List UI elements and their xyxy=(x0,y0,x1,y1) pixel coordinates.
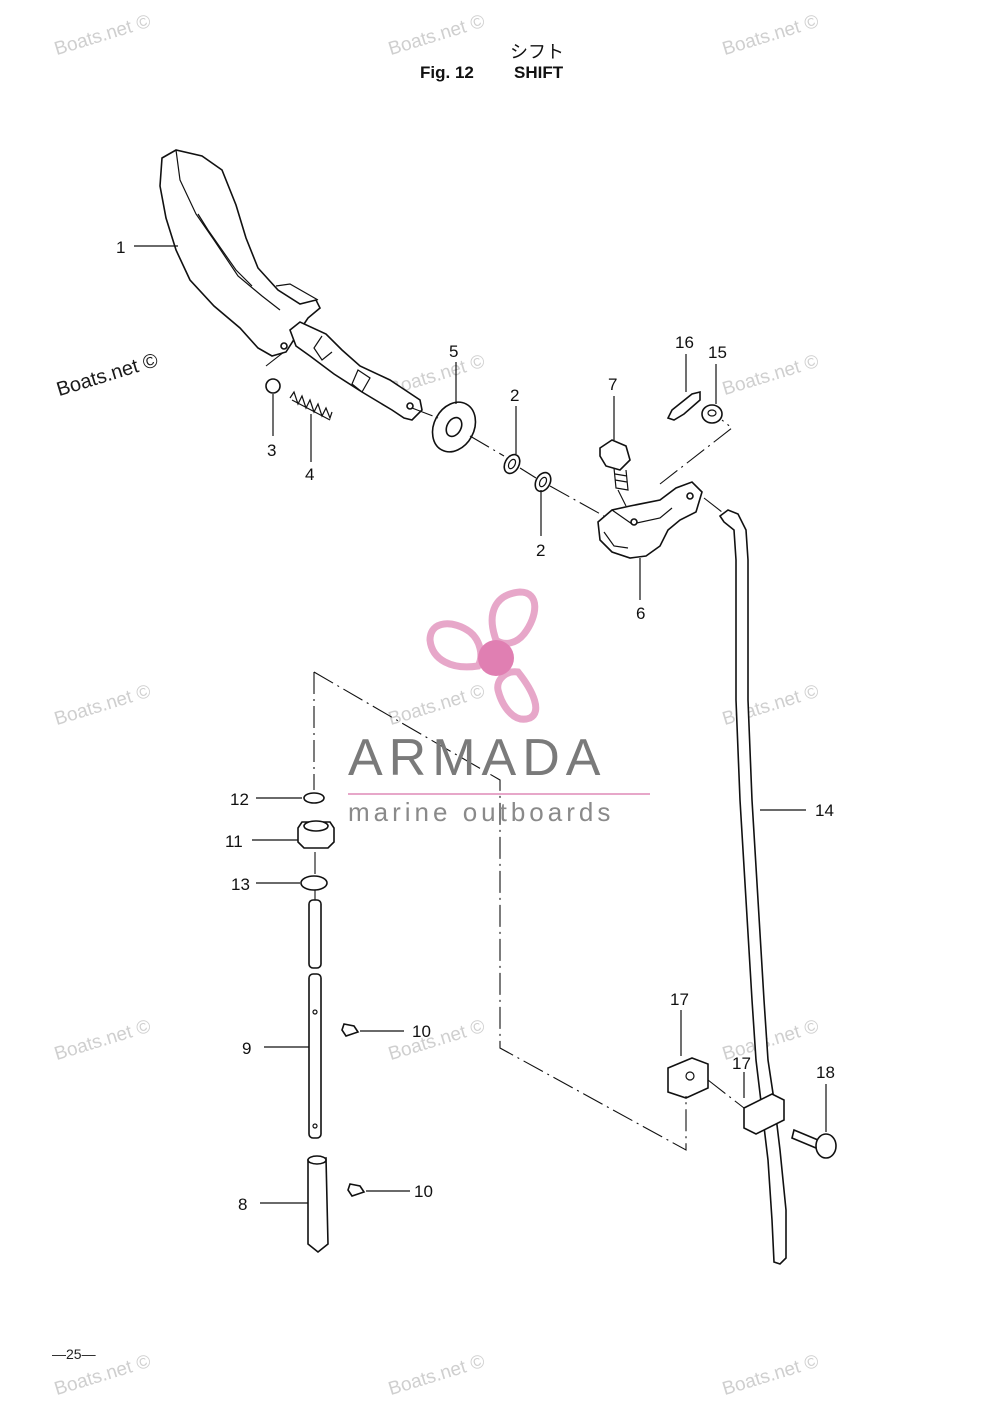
part-5-washer xyxy=(431,401,477,453)
callout-18: 18 xyxy=(816,1063,835,1082)
title-japanese: シフト xyxy=(510,42,564,63)
part-4-spring xyxy=(289,390,333,421)
part-2-washer-hole xyxy=(507,458,517,470)
part-7-bolt xyxy=(599,439,631,491)
callout-2: 2 xyxy=(510,386,520,405)
brand-name: ARMADA xyxy=(348,729,607,787)
callout-6: 6 xyxy=(636,604,646,623)
part-16-clip xyxy=(666,390,701,421)
callout-11: 11 xyxy=(225,832,243,851)
part-3-ball xyxy=(265,378,281,394)
part-10-pin xyxy=(347,1183,366,1197)
part-9-shift-shaft xyxy=(308,899,322,1139)
callout-2: 2 xyxy=(536,541,546,560)
callout-16: 16 xyxy=(675,333,694,352)
callout-5: 5 xyxy=(449,342,459,361)
part-13-o-ring xyxy=(300,875,328,891)
part-15-grommet xyxy=(701,404,723,424)
part-2-washer-hole xyxy=(538,476,548,488)
part-1-shift-lever xyxy=(159,149,423,421)
callout-3: 3 xyxy=(267,441,277,460)
callout-14: 14 xyxy=(815,801,834,820)
brand-propeller-logo xyxy=(426,588,540,723)
callout-10: 10 xyxy=(414,1182,433,1201)
part-2-washer xyxy=(503,453,521,475)
part-6-shift-arm xyxy=(597,481,703,559)
callout-17: 17 xyxy=(670,990,689,1009)
leader-lines xyxy=(134,245,827,1204)
callout-8: 8 xyxy=(238,1195,248,1214)
part-18-bolt xyxy=(791,1128,837,1159)
callout-13: 13 xyxy=(231,875,250,894)
brand-tagline: marine outboards xyxy=(348,797,615,827)
part-2-washer xyxy=(534,471,552,493)
callout-9: 9 xyxy=(242,1039,252,1058)
part-12-o-ring xyxy=(303,792,325,804)
callout-1: 1 xyxy=(116,238,126,257)
callout-4: 4 xyxy=(305,465,315,484)
callout-10: 10 xyxy=(412,1022,431,1041)
part-8-shift-shaft xyxy=(307,1155,329,1254)
assembly-lines xyxy=(265,351,745,1151)
figure-title: SHIFT xyxy=(514,63,564,82)
page-number: —25— xyxy=(52,1346,96,1362)
part-17-connector xyxy=(667,1057,785,1135)
figure-label: Fig. 12 xyxy=(420,63,474,82)
callout-17: 17 xyxy=(732,1054,751,1073)
callout-12: 12 xyxy=(230,790,249,809)
callout-7: 7 xyxy=(608,375,618,394)
part-11-bushing xyxy=(297,820,335,849)
part-10-pin xyxy=(341,1023,360,1037)
part-14-shift-rod xyxy=(718,509,787,1265)
callout-15: 15 xyxy=(708,343,727,362)
